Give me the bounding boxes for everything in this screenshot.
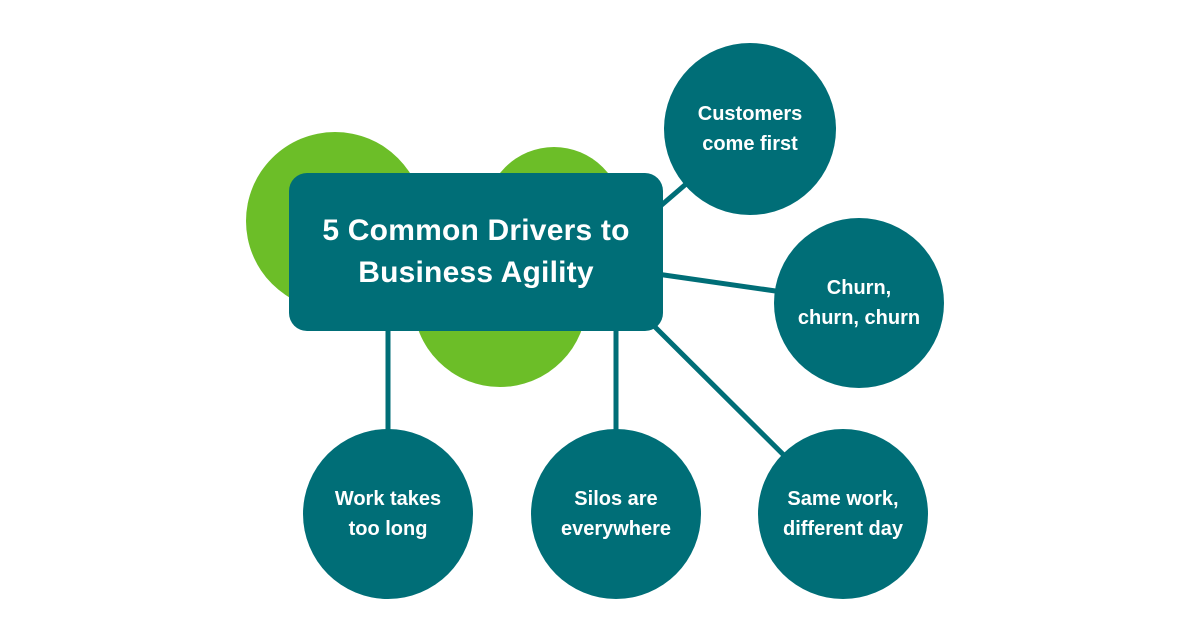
title-line-1: 5 Common Drivers to xyxy=(322,214,630,247)
driver-bubble-silos-are-everywhere: Silos are everywhere xyxy=(531,429,701,599)
driver-bubble-same-work-different-day: Same work, different day xyxy=(758,429,928,599)
bubble-text-line: Same work, xyxy=(787,488,899,510)
bubble-text-line: Silos are xyxy=(574,488,658,510)
bubble-text-line: Customers xyxy=(697,103,803,125)
bubble-text-line: too long xyxy=(348,518,428,540)
bubble-text-line: come first xyxy=(702,133,798,155)
bubble-text-line: Churn, xyxy=(826,277,892,299)
bubble-text-line: churn, churn xyxy=(797,307,921,329)
title-line-2: Business Agility xyxy=(358,256,594,289)
driver-bubble-customers-come-first: Customers come first xyxy=(664,43,836,215)
bubble-text-line: different day xyxy=(782,518,904,540)
bubble-text-line: Work takes xyxy=(334,488,442,510)
bubble-text-line: everywhere xyxy=(560,518,672,540)
driver-bubble-work-takes-too-long: Work takes too long xyxy=(303,429,473,599)
central-title-box: 5 Common Drivers to Business Agility xyxy=(289,173,663,331)
driver-bubble-churn-churn-churn: Churn, churn, churn xyxy=(774,218,944,388)
